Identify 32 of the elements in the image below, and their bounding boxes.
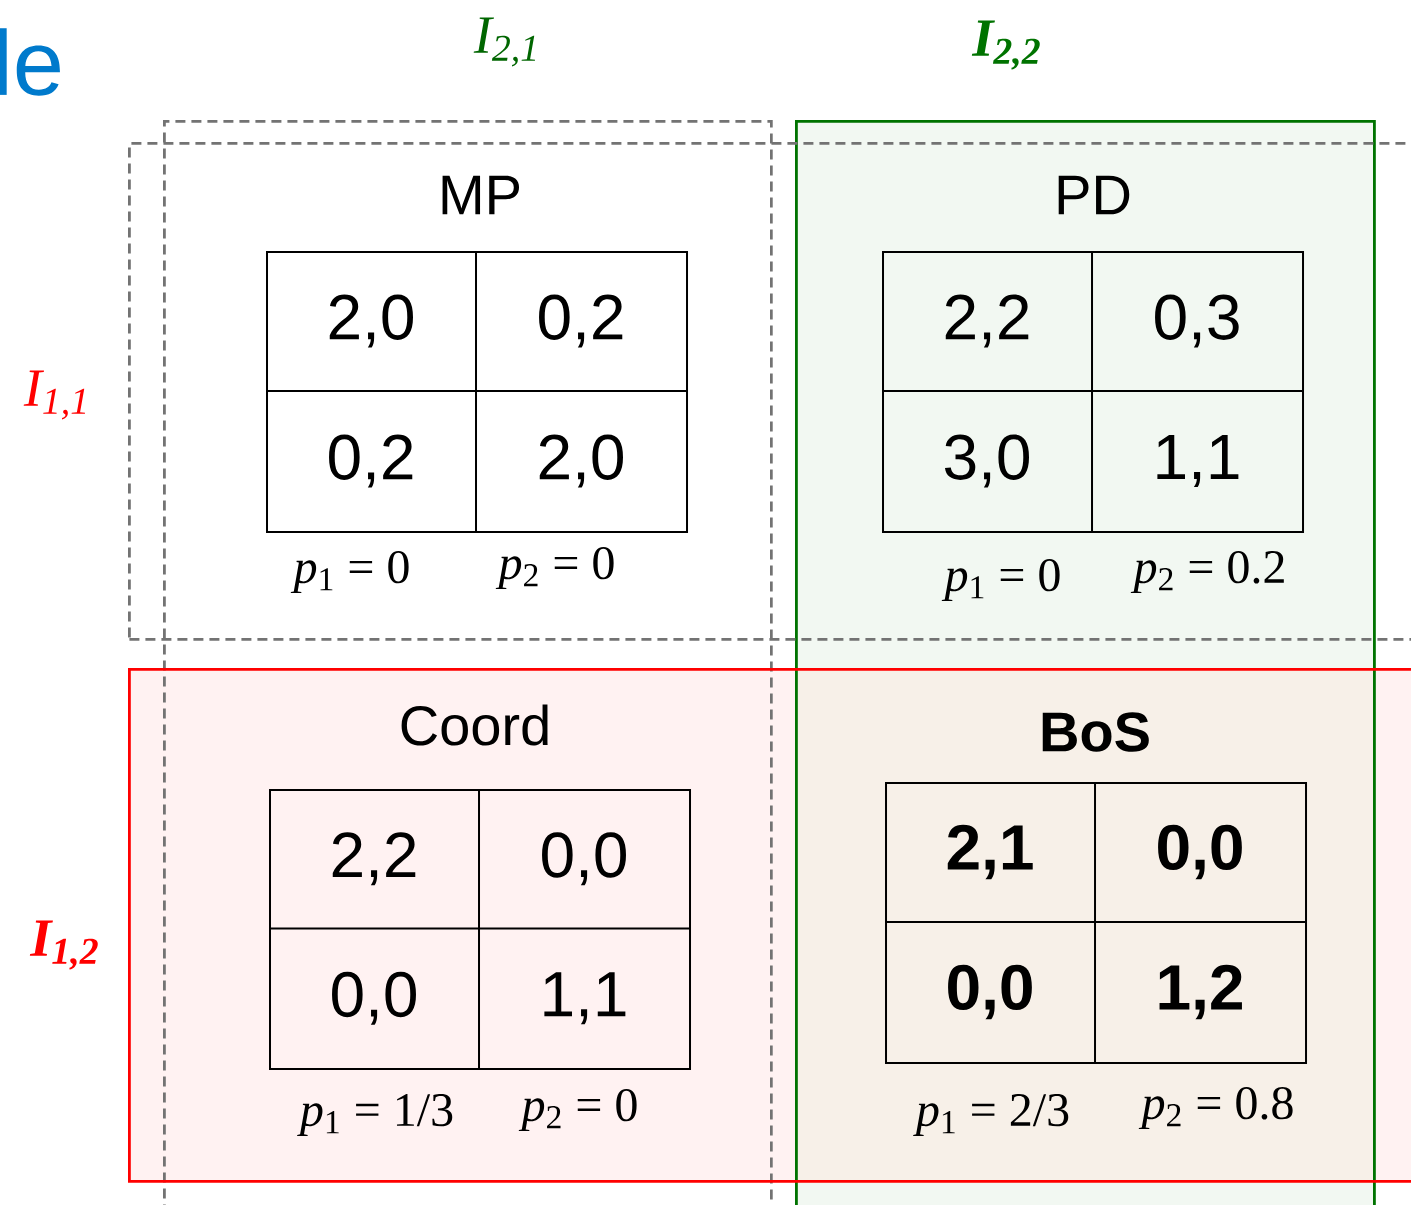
payoff-value: 1,1 — [544, 972, 626, 1025]
payoff-value: 0,2 — [329, 434, 413, 488]
probability-label: p$_{1}$ = 0 — [941, 558, 1060, 602]
payoff-value: 0,0 — [1158, 824, 1242, 880]
payoff-value: 2,2 — [945, 294, 1029, 348]
payoff-value: 1,1 — [1157, 434, 1239, 488]
payoff-value: 0,2 — [539, 294, 623, 348]
info-set-label: I$_{2,1}$ — [473, 17, 536, 67]
probability-label: p$_{1}$ = 2/3 — [913, 1094, 1069, 1136]
payoff-value: 0,0 — [332, 971, 416, 1025]
probability-label: p$_{2}$ = 0 — [518, 1088, 637, 1132]
info-set-label: I$_{1,2}$ — [29, 920, 98, 970]
payoff-value: 3,0 — [945, 434, 1029, 488]
game-title: BoS — [1042, 712, 1149, 752]
payoff-value: 0,3 — [1155, 294, 1239, 348]
payoff-value: 0,0 — [542, 832, 626, 886]
probability-label: p$_{2}$ = 0 — [495, 546, 614, 590]
payoff-value: 2,2 — [332, 832, 416, 886]
payoff-value: 2,0 — [539, 434, 623, 488]
game-title: MP — [442, 175, 520, 215]
payoff-value: 1,2 — [1159, 964, 1242, 1020]
probability-label: p$_{1}$ = 0 — [290, 550, 409, 594]
game-title: PD — [1058, 175, 1130, 215]
info-set-label: I$_{1,1}$ — [23, 370, 86, 420]
info-set-label: I$_{2,2}$ — [971, 20, 1040, 70]
payoff-value: 2,0 — [329, 294, 413, 348]
payoff-value: 2,1 — [947, 824, 1033, 880]
payoff-value: 0,0 — [948, 964, 1032, 1020]
probability-label: p$_{2}$ = 0.8 — [1138, 1086, 1293, 1130]
probability-label: p$_{1}$ = 1/3 — [297, 1094, 453, 1136]
game-title: Coord — [401, 704, 548, 746]
probability-label: p$_{2}$ = 0.2 — [1130, 550, 1284, 594]
